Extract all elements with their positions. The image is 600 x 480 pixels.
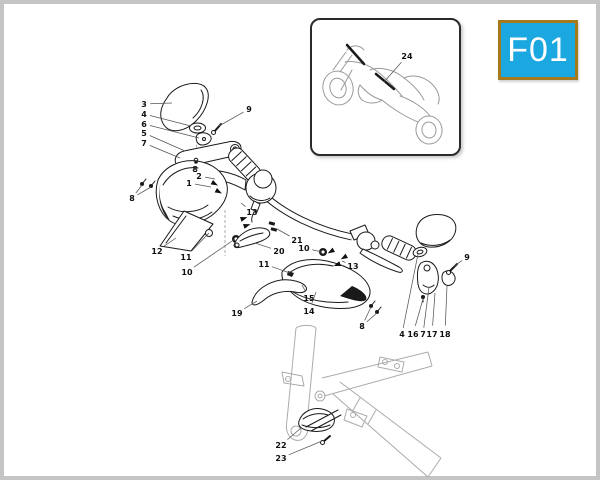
callout-10: 10: [298, 244, 310, 253]
callout-7: 7: [141, 139, 147, 148]
callout-1: 1: [186, 179, 192, 188]
callout-8: 8: [192, 165, 198, 174]
leader-line: [205, 176, 216, 180]
screws-8-left: [140, 178, 156, 188]
callout-20: 20: [273, 247, 285, 256]
leader-line: [288, 440, 323, 456]
motorcycle-sketch: [322, 43, 443, 145]
callout-8: 8: [129, 194, 135, 203]
callout-22: 22: [275, 441, 286, 450]
callout-24: 24: [401, 52, 413, 61]
leader-line: [244, 300, 258, 310]
callout-11: 11: [258, 260, 270, 269]
page-code-label: F01: [507, 30, 569, 69]
callout-3: 3: [141, 100, 147, 109]
leader-line: [383, 62, 402, 83]
callout-16: 16: [407, 330, 419, 339]
inner-panel-12: [159, 210, 214, 252]
callout-4: 4: [399, 330, 405, 339]
left-switchgear: [245, 169, 277, 223]
callout-19: 19: [231, 309, 243, 318]
leader-line: [135, 184, 143, 194]
callout-7: 7: [420, 330, 426, 339]
leader-line: [240, 202, 246, 207]
leader-line: [341, 260, 346, 263]
leader-line: [195, 183, 212, 188]
leader-line: [149, 125, 200, 139]
leader-line: [137, 186, 152, 196]
leader-line: [149, 135, 186, 152]
callout-11: 11: [180, 253, 192, 262]
leader-line: [193, 238, 236, 268]
left-mirror: [160, 83, 209, 132]
screw-23: [320, 435, 331, 445]
mirror-arm-right: [416, 260, 439, 295]
highlighted-handlebar-line: [345, 43, 366, 66]
leader-line: [218, 111, 244, 127]
leader-line: [402, 253, 419, 328]
right-grip: [381, 235, 417, 261]
leader-line: [149, 145, 181, 159]
left-fairing-panel: [155, 160, 228, 226]
callout-8: 8: [359, 322, 365, 331]
leader-line: [254, 242, 272, 249]
callout-6: 6: [141, 120, 147, 129]
callout-14: 14: [303, 307, 315, 316]
callout-18: 18: [439, 330, 451, 339]
frame-sketch: [281, 324, 442, 478]
leader-line: [150, 102, 173, 105]
right-fairing-panel: [281, 258, 371, 309]
right-mirror: [415, 214, 457, 248]
callout-13: 13: [347, 262, 358, 271]
leader-line: [191, 232, 210, 252]
leader-line: [452, 260, 463, 268]
brake-lever: [359, 248, 403, 273]
callout-13: 13: [246, 208, 257, 217]
callout-9: 9: [464, 253, 470, 262]
direction-arrows: [210, 180, 348, 267]
leader-line: [312, 249, 323, 253]
leader-line: [149, 115, 192, 127]
mirror-base-cap-right: [412, 246, 428, 258]
grommet-10-right: [319, 248, 327, 256]
callout-21: 21: [291, 236, 303, 245]
clips-21: [268, 221, 278, 232]
leader-line: [276, 228, 290, 237]
highlighted-subframe-line: [374, 72, 396, 91]
brake-master-cylinder: [349, 224, 380, 251]
callout-17: 17: [426, 330, 437, 339]
callout-5: 5: [141, 129, 147, 138]
leader-line: [311, 291, 317, 304]
mirror-base-cap: [189, 122, 206, 134]
reflector-22: [298, 408, 342, 432]
callout-9: 9: [246, 105, 252, 114]
leader-line: [271, 266, 291, 274]
mirror-bracket: [195, 132, 212, 146]
callout-4: 4: [141, 110, 147, 119]
leader-line: [287, 427, 302, 440]
leader-line: [364, 306, 372, 321]
leader-line: [423, 286, 430, 328]
callout-2: 2: [196, 172, 202, 181]
leader-line: [366, 312, 378, 323]
bolt-16: [421, 295, 425, 303]
leader-line: [301, 284, 306, 291]
callout-15: 15: [303, 294, 315, 303]
callout-10: 10: [181, 268, 193, 277]
callout-23: 23: [275, 454, 286, 463]
bracket-20: [233, 227, 271, 249]
screws-8-right: [369, 300, 382, 314]
bolt-8-top: [194, 160, 198, 164]
leader-line: [444, 285, 448, 326]
leader-line: [432, 292, 436, 326]
page-background: [4, 4, 596, 476]
page-code-badge: F01: [498, 20, 578, 80]
leader-line: [163, 237, 177, 247]
callout-12: 12: [151, 247, 162, 256]
leader-line: [414, 298, 424, 327]
bracket-19: [251, 279, 307, 306]
